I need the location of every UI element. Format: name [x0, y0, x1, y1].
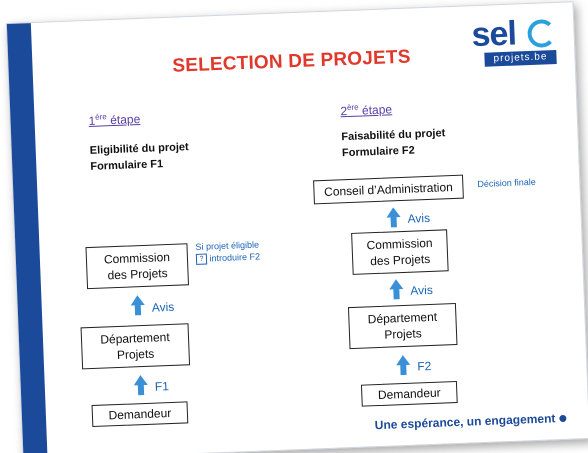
- sel-logo: sel projets.be: [465, 15, 559, 67]
- slide-side-bar: [6, 23, 48, 453]
- up-arrow-icon: [133, 375, 148, 396]
- left-avis-label: Avis: [151, 299, 175, 315]
- left-departement-line2: Projets: [116, 346, 155, 363]
- step-2-heading: 2ère étape: [340, 101, 392, 118]
- note-line2: ? introduire F2: [195, 250, 261, 266]
- footer-text: Une espérance, un engagement: [374, 411, 556, 433]
- step-2-description: Faisabilité du projet Formulaire F2: [341, 125, 446, 161]
- conseil-administration-box: Conseil d’Administration: [313, 174, 464, 205]
- left-departement-line1: Département: [100, 330, 170, 347]
- step-1-sup: ère: [94, 112, 107, 122]
- bullet-dot-icon: [559, 415, 567, 423]
- right-departement-line1: Département: [367, 309, 438, 327]
- left-demandeur-box: Demandeur: [91, 401, 189, 428]
- left-demandeur-label: Demandeur: [108, 406, 172, 423]
- step-1-word: étape: [109, 111, 141, 128]
- right-departement-box: Département Projets: [347, 302, 458, 350]
- left-eligibility-note: Si projet éligible ? introduire F2: [195, 238, 261, 266]
- right-commission-line2: des Projets: [369, 251, 431, 269]
- right-demandeur-box: Demandeur: [360, 381, 458, 407]
- left-departement-box: Département Projets: [80, 323, 191, 370]
- step-2-sup: ère: [346, 102, 359, 113]
- right-commission-box: Commission des Projets: [351, 229, 449, 275]
- step-1-desc-line2: Formulaire F1: [90, 158, 164, 173]
- right-demandeur-label: Demandeur: [377, 385, 441, 403]
- logo-swirl-icon: [527, 18, 557, 49]
- right-avis-top-label: Avis: [407, 210, 431, 226]
- up-arrow-icon: [130, 295, 145, 316]
- question-box-icon: ?: [195, 253, 208, 266]
- up-arrow-icon: [389, 279, 404, 300]
- presentation-slide: SELECTION DE PROJETS sel projets.be 1ère…: [5, 1, 588, 453]
- right-departement-line2: Projets: [384, 326, 422, 342]
- logo-subtitle: projets.be: [484, 49, 557, 67]
- decision-finale-note: Décision finale: [477, 176, 537, 190]
- conseil-label: Conseil d’Administration: [323, 180, 454, 199]
- right-f2-label: F2: [417, 358, 432, 374]
- logo-word: sel: [470, 14, 517, 55]
- step-1-heading: 1ère étape: [88, 111, 140, 128]
- right-avis-bottom-label: Avis: [410, 282, 434, 298]
- left-f1-label: F1: [154, 379, 170, 394]
- step-1-description: Eligibilité du projet Formulaire F1: [89, 139, 189, 175]
- left-commission-box: Commission des Projets: [85, 243, 190, 290]
- note-line2-text: introduire F2: [209, 251, 261, 264]
- slide-footer: Une espérance, un engagement: [375, 411, 567, 432]
- left-commission-line2: des Projets: [107, 266, 168, 283]
- up-arrow-icon: [396, 355, 411, 376]
- step-2-word: étape: [361, 102, 393, 118]
- step-2-desc-line2: Formulaire F2: [341, 144, 415, 160]
- up-arrow-icon: [386, 207, 401, 228]
